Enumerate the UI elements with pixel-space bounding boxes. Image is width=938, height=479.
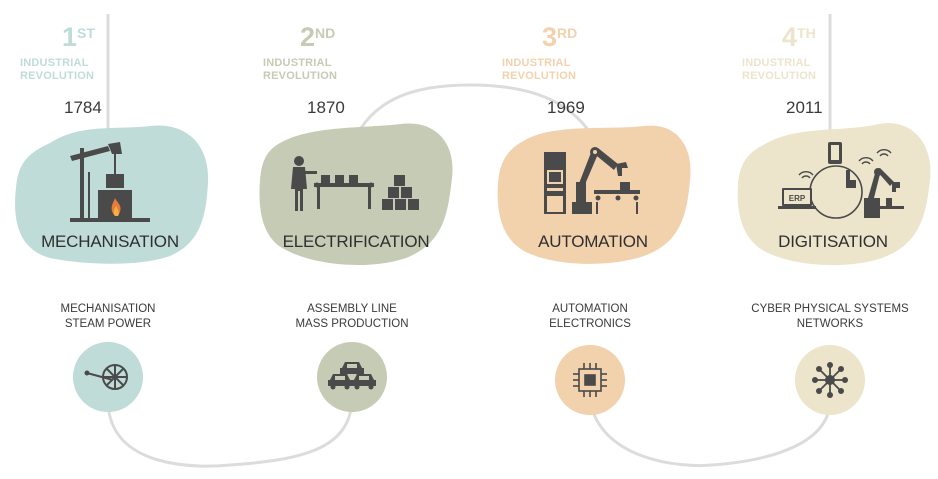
ordinal-number: 2	[300, 22, 316, 52]
stage-title: AUTOMATION	[538, 232, 648, 251]
revolution-line2: REVOLUTION	[263, 70, 338, 82]
stage-2: 2ND INDUSTRIAL REVOLUTION 1870	[240, 0, 475, 479]
stage-description: AUTOMATION ELECTRONICS	[490, 302, 690, 332]
revolution-label: INDUSTRIAL REVOLUTION	[20, 57, 140, 83]
desc-line1: AUTOMATION	[552, 303, 628, 315]
desc-line1: MECHANISATION	[60, 303, 156, 315]
ordinal-1: 1ST	[62, 22, 172, 53]
ordinal-number: 3	[542, 22, 558, 52]
steam-wheel-icon	[84, 364, 128, 390]
desc-line2: STEAM POWER	[64, 318, 152, 330]
desc-line2: ELECTRONICS	[549, 318, 631, 330]
ordinal-suffix: TH	[797, 24, 816, 41]
ordinal-suffix: ND	[315, 24, 336, 41]
stage-title: DIGITISATION	[778, 232, 888, 251]
microchip-icon	[573, 363, 607, 397]
network-hub-icon	[812, 362, 848, 398]
revolution-line1: INDUSTRIAL	[742, 57, 811, 69]
ordinal-number: 4	[782, 22, 798, 52]
ordinal-4: 4TH	[782, 22, 892, 53]
stage-icon-circle	[795, 345, 865, 415]
stage-description: MECHANISATION STEAM POWER	[8, 302, 208, 332]
stage-icon-circle	[555, 345, 625, 415]
oil-pump-furnace-icon	[70, 142, 150, 222]
erp-network-robot-icon: ERP	[778, 142, 904, 219]
stage-icon-circle	[73, 342, 143, 412]
stage-title: MECHANISATION	[41, 232, 179, 251]
cars-icon	[328, 362, 376, 390]
stage-3: 3RD INDUSTRIAL REVOLUTION 1969	[480, 0, 715, 479]
revolution-label: INDUSTRIAL REVOLUTION	[742, 57, 862, 83]
desc-line2: NETWORKS	[796, 318, 864, 330]
desc-line1: ASSEMBLY LINE	[307, 303, 397, 315]
year: 1870	[307, 98, 345, 117]
stage-description: CYBER PHYSICAL SYSTEMS NETWORKS	[730, 302, 930, 332]
ordinal-suffix: RD	[557, 24, 578, 41]
stage-4: 4TH INDUSTRIAL REVOLUTION 2011	[720, 0, 938, 479]
erp-label: ERP	[789, 194, 806, 203]
ordinal-3: 3RD	[542, 22, 652, 53]
desc-line1: CYBER PHYSICAL SYSTEMS	[751, 303, 909, 315]
stage-title: ELECTRIFICATION	[282, 232, 430, 251]
ordinal-suffix: ST	[77, 24, 95, 41]
ordinal-number: 1	[62, 22, 78, 52]
revolution-line2: REVOLUTION	[742, 70, 817, 82]
stage-description: ASSEMBLY LINE MASS PRODUCTION	[252, 302, 452, 332]
desc-line2: MASS PRODUCTION	[295, 318, 409, 330]
revolution-line1: INDUSTRIAL	[263, 57, 332, 69]
revolution-line2: REVOLUTION	[502, 70, 577, 82]
stage-blob	[737, 123, 931, 266]
ordinal-2: 2ND	[300, 22, 410, 53]
year: 2011	[786, 98, 823, 117]
year: 1969	[547, 98, 585, 117]
revolution-line1: INDUSTRIAL	[502, 57, 571, 69]
stage-blob	[259, 123, 453, 265]
robot-arm-computer-icon	[544, 147, 640, 214]
revolution-line1: INDUSTRIAL	[20, 57, 89, 69]
assembly-line-worker-icon	[291, 156, 419, 211]
stage-1: 1ST INDUSTRIAL REVOLUTION 1784 M	[0, 0, 235, 479]
revolution-label: INDUSTRIAL REVOLUTION	[263, 57, 383, 83]
stage-icon-circle	[317, 342, 387, 412]
revolution-line2: REVOLUTION	[20, 70, 95, 82]
revolution-label: INDUSTRIAL REVOLUTION	[502, 57, 622, 83]
year: 1784	[64, 98, 102, 117]
